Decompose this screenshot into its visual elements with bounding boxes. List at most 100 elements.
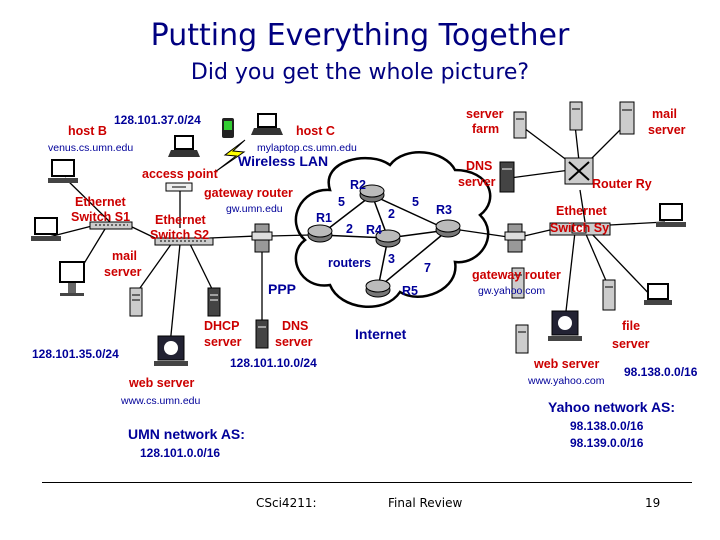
label-server-farm-a: server: [466, 107, 504, 121]
slide-subtitle: Did you get the whole picture?: [190, 60, 530, 85]
label-dns-server-left-a: DNS: [282, 319, 308, 333]
server-tower-yahoo-2: [602, 279, 616, 311]
label-mail-server-right-b: server: [648, 123, 686, 137]
router-r2: [359, 184, 385, 203]
server-tower-mail-right: [619, 101, 635, 135]
label-host-c: host C: [296, 124, 335, 138]
server-tower-dns-right: [499, 161, 515, 193]
gateway-router-yahoo: [504, 223, 526, 253]
label-internet: Internet: [355, 326, 407, 342]
label-gw-umn: gw.umn.edu: [226, 203, 283, 215]
web-server-yahoo-icon: [548, 310, 582, 341]
server-tower-farm-2: [569, 101, 583, 131]
label-gateway-router-yahoo: gateway router: [472, 268, 561, 282]
label-router-r4: R4: [366, 223, 382, 237]
label-gateway-router-umn: gateway router: [204, 186, 293, 200]
label-yahoo-as-title: Yahoo network AS:: [548, 399, 675, 415]
desktop-monitor-left: [59, 261, 85, 296]
label-net-128-101-37: 128.101.37.0/24: [114, 113, 201, 127]
router-r3: [435, 219, 461, 238]
footer-page-number: 19: [645, 496, 661, 510]
label-server-farm-b: farm: [472, 122, 499, 136]
laptop-host-c: [251, 113, 283, 135]
label-wireless-lan: Wireless LAN: [238, 153, 328, 169]
slide-title: Putting Everything Together: [150, 18, 570, 53]
server-tower-web-yahoo: [515, 324, 529, 354]
label-net-98-138: 98.138.0.0/16: [624, 365, 698, 379]
web-server-umn-icon: [154, 335, 188, 366]
footer-topic: Final Review: [388, 496, 463, 510]
label-umn-as-net: 128.101.0.0/16: [140, 446, 220, 460]
router-r1: [307, 224, 333, 243]
desktop-host-b: [48, 159, 78, 183]
label-eth-switch-s2-b: Switch S2: [150, 228, 209, 242]
label-router-r3: R3: [436, 203, 452, 217]
internet-cloud: [294, 151, 492, 308]
label-cost-r2-r3: 5: [412, 195, 419, 209]
label-cost-r3-r5: 7: [424, 261, 431, 275]
server-tower-dns-left: [255, 319, 269, 349]
label-eth-switch-sy-a: Ethernet: [556, 204, 608, 218]
server-tower-yahoo-1: [511, 267, 525, 299]
label-file-server-a: file: [622, 319, 640, 333]
label-web-server-yahoo: web server: [533, 357, 599, 371]
label-eth-switch-s1-a: Ethernet: [75, 195, 127, 209]
label-net-128-101-35: 128.101.35.0/24: [32, 347, 119, 361]
label-dhcp-server-b: server: [204, 335, 242, 349]
label-dns-server-right-b: server: [458, 175, 496, 189]
ethernet-switch-s2: [154, 237, 214, 246]
label-web-server-umn: web server: [128, 376, 194, 390]
label-eth-switch-s1-b: Switch S1: [71, 210, 130, 224]
label-host-b: host B: [68, 124, 107, 138]
server-tower-mail-left: [129, 287, 143, 317]
label-routers: routers: [328, 256, 371, 270]
label-gw-yahoo: gw.yahoo.com: [478, 285, 545, 297]
label-dns-server-left-b: server: [275, 335, 313, 349]
label-mail-server-left-a: mail: [112, 249, 137, 263]
desktop-file-server-client: [644, 283, 672, 305]
label-eth-switch-s2-a: Ethernet: [155, 213, 207, 227]
label-router-r2: R2: [350, 178, 366, 192]
server-tower-dhcp: [207, 287, 221, 317]
label-ppp: PPP: [268, 281, 296, 297]
yahoo-wiring: [459, 124, 666, 321]
label-cost-r1-r2: 5: [338, 195, 345, 209]
wireless-lightning-icon: [214, 139, 246, 173]
pda-icon: [222, 118, 234, 138]
access-point: [165, 182, 193, 192]
label-umn-as-title: UMN network AS:: [128, 426, 245, 442]
umn-wiring: [44, 177, 311, 346]
server-tower-farm-1: [513, 111, 527, 139]
label-file-server-b: server: [612, 337, 650, 351]
label-mail-server-left-b: server: [104, 265, 142, 279]
label-host-b-name: venus.cs.umn.edu: [48, 142, 133, 154]
label-router-r1: R1: [316, 211, 332, 225]
label-yahoo-as-net-1: 98.138.0.0/16: [570, 419, 644, 433]
desktop-computer-left: [31, 217, 61, 241]
router-ry: [564, 157, 594, 185]
label-dns-server-right-a: DNS: [466, 159, 492, 173]
ethernet-switch-s1: [89, 221, 133, 230]
label-cost-r2-r4: 2: [388, 207, 395, 221]
label-yahoo-as-net-2: 98.139.0.0/16: [570, 436, 644, 450]
label-web-server-umn-name: www.cs.umn.edu: [120, 395, 201, 407]
gateway-router-umn: [251, 223, 273, 253]
desktop-computer-right: [656, 203, 686, 227]
label-host-c-name: mylaptop.cs.umn.edu: [257, 142, 357, 154]
label-access-point: access point: [142, 167, 219, 181]
label-router-ry: Router Ry: [592, 177, 652, 191]
router-r4: [375, 229, 401, 248]
label-web-server-yahoo-name: www.yahoo.com: [527, 375, 605, 387]
router-r5: [365, 279, 391, 298]
laptop-icon: [168, 135, 200, 157]
label-net-128-101-10: 128.101.10.0/24: [230, 356, 317, 370]
label-cost-r4-r5: 3: [388, 252, 395, 266]
label-router-r5: R5: [402, 284, 418, 298]
label-dhcp-server-a: DHCP: [204, 319, 239, 333]
label-eth-switch-sy-b: Switch Sy: [550, 221, 609, 235]
ethernet-switch-sy: [549, 222, 611, 236]
footer-divider: [42, 482, 692, 483]
label-cost-r1-r4: 2: [346, 222, 353, 236]
